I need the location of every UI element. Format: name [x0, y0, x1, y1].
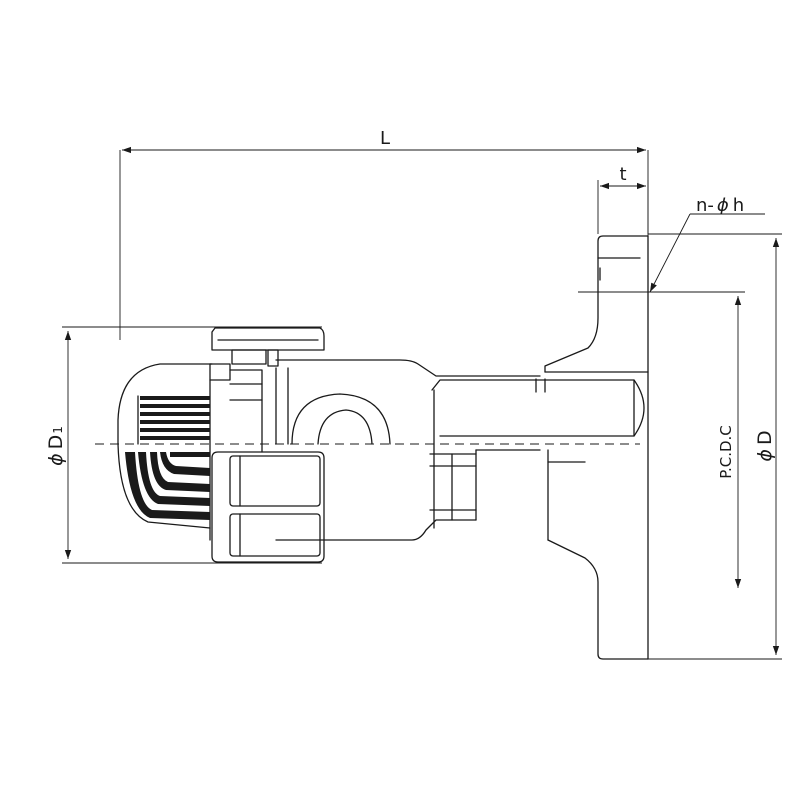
cap-nut-exterior — [211, 443, 325, 563]
pipe-diameter-label: ϕD1 — [45, 426, 67, 466]
dimension-D: ϕD — [648, 233, 782, 660]
flange — [535, 235, 649, 660]
pcd-label: P.C.D.C — [717, 425, 735, 479]
dimension-D1: ϕD1 — [45, 326, 322, 564]
spigot-body — [275, 359, 645, 541]
dimension-t-label: t — [619, 164, 626, 185]
outer-diameter-label: ϕD — [754, 430, 776, 461]
cap-nut-section — [209, 327, 325, 445]
dimension-pcd: P.C.D.C — [578, 291, 745, 588]
dimension-L-label: L — [380, 128, 390, 149]
grip-ring — [117, 363, 213, 541]
dimension-t: t — [597, 164, 649, 234]
dimension-L: L — [119, 128, 649, 340]
